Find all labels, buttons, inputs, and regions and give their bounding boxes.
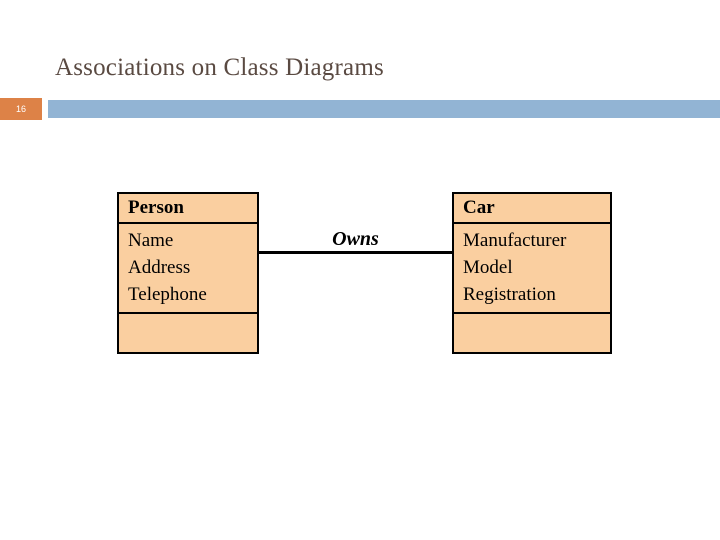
association-label: Owns — [332, 228, 379, 250]
class-box-person[interactable]: Person Name Address Telephone — [117, 192, 259, 354]
attribute-row: Manufacturer — [463, 230, 567, 251]
class-attributes-car: Manufacturer Model Registration — [454, 224, 610, 314]
association-line — [259, 251, 452, 254]
class-operations-person — [119, 314, 257, 335]
attribute-row: Registration — [463, 284, 556, 305]
class-operations-car — [454, 314, 610, 335]
class-attributes-person: Name Address Telephone — [119, 224, 257, 314]
attribute-row: Address — [128, 257, 191, 278]
page-title: Associations on Class Diagrams — [55, 54, 384, 81]
header-accent-band — [48, 100, 720, 118]
page-number-badge: 16 — [0, 98, 42, 120]
class-name-person: Person — [119, 194, 257, 224]
class-name-car: Car — [454, 194, 610, 224]
attribute-row: Model — [463, 257, 513, 278]
class-box-car[interactable]: Car Manufacturer Model Registration — [452, 192, 612, 354]
attribute-row: Telephone — [128, 284, 207, 305]
attribute-row: Name — [128, 230, 174, 251]
